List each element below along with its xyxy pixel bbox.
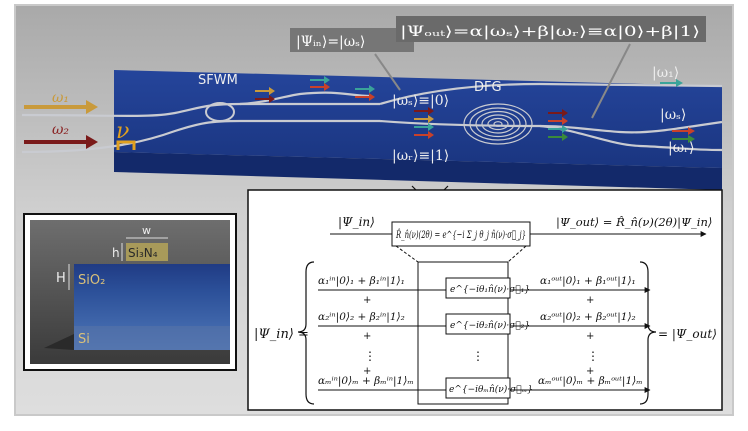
vdots-out: ⋮ xyxy=(587,349,599,363)
dfg-label: DFG xyxy=(474,80,502,95)
plus-out-2: + xyxy=(586,331,594,342)
psi-in-lhs: |Ψ_in⟩ = xyxy=(254,327,309,342)
microring-icon xyxy=(205,102,235,122)
photon-arrows xyxy=(255,76,695,143)
vdots-gates: ⋮ xyxy=(472,349,484,363)
gate-2: e^{−iθ₂n̂(ν)·σ⃗₂} xyxy=(450,320,530,331)
dashed-connector-right xyxy=(507,245,527,263)
gate-box-m xyxy=(445,377,511,399)
H-label: H xyxy=(56,271,66,286)
si3n4-label: Si₃N₄ xyxy=(128,246,158,260)
sio2-label: SiO₂ xyxy=(78,273,105,288)
gate-m: e^{−iθₘn̂(ν)·σ⃗ₘ} xyxy=(449,384,533,395)
arrow-icon xyxy=(548,133,568,141)
si-pointer xyxy=(44,334,74,350)
psi-out-equation: |Ψ_out⟩ = R̂_n̂(ν)(2θ)|Ψ_in⟩ xyxy=(556,215,712,230)
arrow-icon xyxy=(355,93,375,101)
gate-box-1 xyxy=(445,277,511,299)
omega1-input-label: ω₁ xyxy=(52,90,69,106)
psi-out-rhs: = |Ψ_out⟩ xyxy=(658,327,717,341)
ket-omega-r-label: |ωᵣ⟩≡|1⟩ xyxy=(392,148,449,164)
gate-box-2 xyxy=(445,313,511,335)
arrow-icon xyxy=(548,109,568,117)
waveguide-coupler-1 xyxy=(239,91,371,106)
gate-1: e^{−iθ₁n̂(ν)·σ⃗₁} xyxy=(450,284,530,295)
plus-in-3: + xyxy=(363,366,371,377)
operator-equation: R̂_n̂(ν)(2θ) = e^{−i Σ_j θ_j n̂(ν)·σ⃗_j} xyxy=(395,228,526,241)
arrow-icon xyxy=(548,117,568,125)
left-brace xyxy=(297,261,315,405)
si-layer xyxy=(74,326,230,350)
sfwm-label: SFWM xyxy=(198,73,238,88)
psi-out-pointer xyxy=(591,43,631,119)
nu-label: ν xyxy=(116,119,129,144)
input-arrows xyxy=(24,100,98,149)
heater-icon xyxy=(116,140,136,150)
out-term-2: α₂ᵒᵘᵗ|0⟩₂ + β₂ᵒᵘᵗ|1⟩₂ xyxy=(540,311,636,324)
cross-section-inset: w h Si₃N₄ H SiO₂ Si xyxy=(23,213,237,371)
arrow-icon xyxy=(355,85,375,93)
photonic-chip: ω₁ ω₂ SFWM ν DFG |ωₛ⟩≡|0⟩ |ωᵣ⟩≡|1⟩ |ω₁⟩ … xyxy=(21,43,723,190)
psi-in-top-label: |Ψ_in⟩ xyxy=(338,215,375,229)
plus-in-1: + xyxy=(363,295,371,306)
spiral-resonator-icon xyxy=(463,103,533,145)
output-omega-r-label: |ωᵣ⟩ xyxy=(668,140,694,156)
plus-in-2: + xyxy=(363,331,371,342)
psi-out-callout: |Ψₒᵤₜ⟩=α|ωₛ⟩+β|ωᵣ⟩≡α|0⟩+β|1⟩ xyxy=(400,24,700,40)
psi-in-pointer xyxy=(374,53,401,91)
plus-out-1: + xyxy=(586,295,594,306)
waveguide-through-top xyxy=(379,82,723,106)
arrow-icon xyxy=(255,95,275,103)
right-brace xyxy=(639,261,657,405)
omega2-input-label: ω₂ xyxy=(52,122,69,138)
arrow-icon xyxy=(310,83,330,91)
arrow-icon xyxy=(24,135,98,149)
dashed-connector-left xyxy=(395,245,419,263)
psi-in-callout-box xyxy=(290,28,414,52)
si-label: Si xyxy=(78,332,90,347)
si3n4-waveguide xyxy=(126,243,168,261)
waveguide-upper-input xyxy=(21,102,380,117)
arrow-icon xyxy=(660,79,683,87)
in-term-1: α₁ⁱⁿ|0⟩₁ + β₁ⁱⁿ|1⟩₁ xyxy=(318,275,405,288)
figure-frame xyxy=(14,4,734,416)
output-omega1-label: |ω₁⟩ xyxy=(652,65,679,81)
arrow-icon xyxy=(255,87,275,95)
w-label: w xyxy=(142,224,151,237)
rotation-schematic: |Ψ_in⟩ R̂_n̂(ν)(2θ) = e^{−i Σ_j θ_j n̂(ν… xyxy=(247,185,723,411)
arrow-icon xyxy=(414,107,434,115)
output-omega-s-label: |ωₛ⟩ xyxy=(660,107,686,123)
arrow-icon xyxy=(414,123,434,131)
in-term-m: αₘⁱⁿ|0⟩ₘ + βₘⁱⁿ|1⟩ₘ xyxy=(318,375,414,388)
chip-front-face xyxy=(114,152,722,190)
arrow-icon xyxy=(548,125,568,133)
waveguide-lower-output xyxy=(539,124,723,152)
arrow-icon xyxy=(414,131,434,139)
in-term-2: α₂ⁱⁿ|0⟩₂ + β₂ⁱⁿ|1⟩₂ xyxy=(318,311,405,324)
arrow-icon xyxy=(672,127,695,135)
arrow-icon xyxy=(310,76,330,84)
waveguide-middle xyxy=(379,119,723,134)
arrow-icon xyxy=(672,135,695,143)
vdots-in: ⋮ xyxy=(364,349,376,363)
arrow-icon xyxy=(24,100,98,114)
arrow-icon xyxy=(414,115,434,123)
out-term-1: α₁ᵒᵘᵗ|0⟩₁ + β₁ᵒᵘᵗ|1⟩₁ xyxy=(540,275,636,288)
h-label: h xyxy=(112,246,120,260)
psi-out-callout-box xyxy=(396,16,706,42)
out-term-m: αₘᵒᵘᵗ|0⟩ₘ + βₘᵒᵘᵗ|1⟩ₘ xyxy=(538,375,643,388)
ket-omega-s-label: |ωₛ⟩≡|0⟩ xyxy=(392,93,449,109)
psi-in-callout: |Ψᵢₙ⟩=|ωₛ⟩ xyxy=(296,34,365,50)
plus-out-3: + xyxy=(586,366,594,377)
